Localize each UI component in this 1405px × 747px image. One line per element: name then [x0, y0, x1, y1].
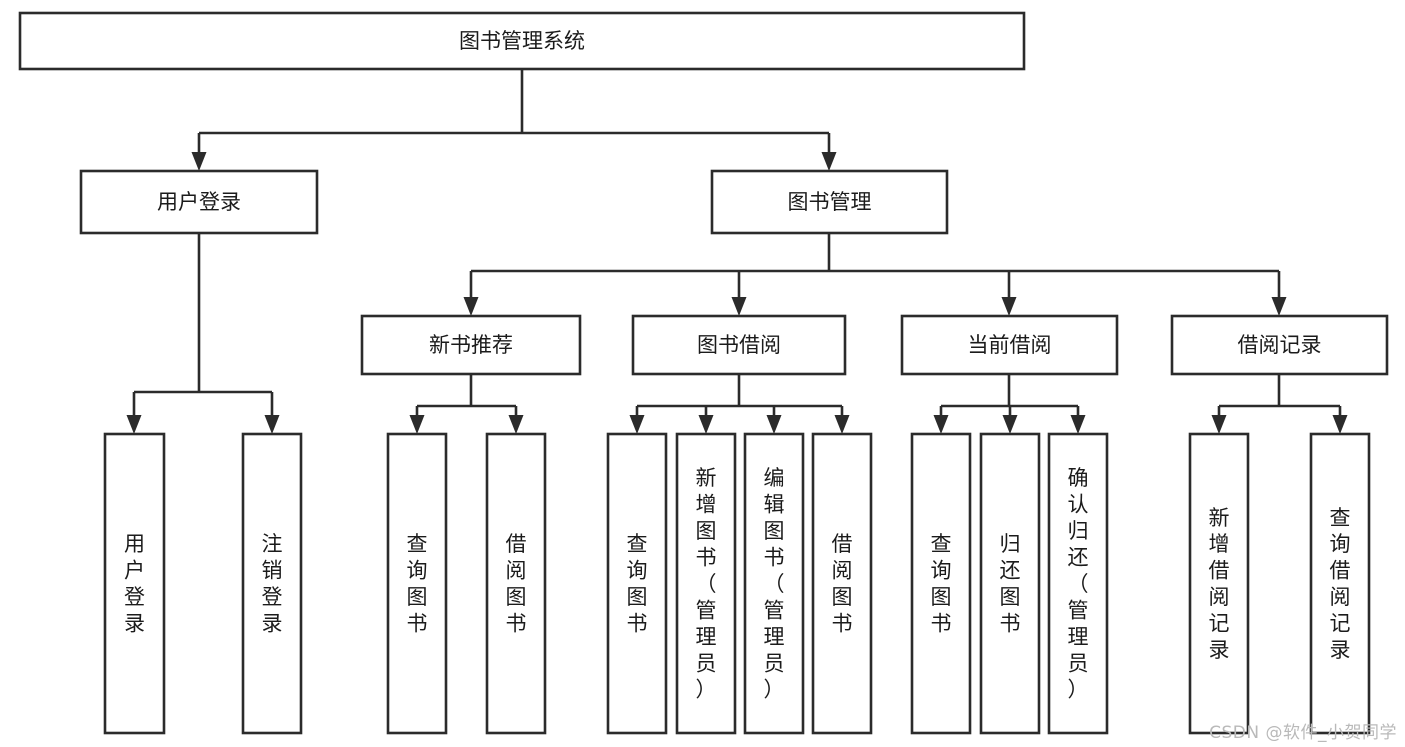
- arrow-head-icon: [1211, 415, 1227, 434]
- node-new-book-recommend[interactable]: 新书推荐: [360, 314, 582, 376]
- leaf-return-book-box[interactable]: [979, 432, 1041, 735]
- leaf-add-book-admin-label: 新增图书（管理员）: [696, 466, 717, 702]
- nodes-layer: 图书管理系统用户登录图书管理新书推荐图书借阅当前借阅借阅记录用户登录注销登录查询…: [18, 11, 1389, 735]
- connector-root-to-level2: [191, 69, 837, 171]
- leaf-add-borrow-record-box[interactable]: [1188, 432, 1250, 735]
- connector-book-to-level3: [463, 233, 1287, 316]
- leaf-add-book-admin[interactable]: 新增图书（管理员）: [675, 432, 737, 735]
- leaf-add-borrow-record[interactable]: 新增借阅记录: [1188, 432, 1250, 735]
- leaf-logout-label: 注销登录: [262, 532, 283, 635]
- node-borrow-record-label: 借阅记录: [1238, 333, 1322, 357]
- node-current-borrow[interactable]: 当前借阅: [900, 314, 1119, 376]
- arrow-head-icon: [821, 152, 837, 171]
- node-book-management[interactable]: 图书管理: [710, 169, 949, 235]
- arrow-head-icon: [1002, 415, 1018, 434]
- leaf-query-book-borrow[interactable]: 查询图书: [606, 432, 668, 735]
- arrow-head-icon: [1332, 415, 1348, 434]
- arrow-head-icon: [1070, 415, 1086, 434]
- leaf-query-book-new-box[interactable]: [386, 432, 448, 735]
- arrow-head-icon: [766, 415, 782, 434]
- leaf-query-book-borrow-box[interactable]: [606, 432, 668, 735]
- leaf-query-borrow-record-label: 查询借阅记录: [1330, 506, 1351, 662]
- arrow-head-icon: [1001, 297, 1017, 316]
- node-book-borrow[interactable]: 图书借阅: [631, 314, 847, 376]
- leaf-logout-box[interactable]: [241, 432, 303, 735]
- leaf-confirm-return-admin-box[interactable]: [1047, 432, 1109, 735]
- leaf-query-book-current-box[interactable]: [910, 432, 972, 735]
- leaf-query-book-current[interactable]: 查询图书: [910, 432, 972, 735]
- leaf-borrow-book-label: 借阅图书: [832, 532, 853, 635]
- leaf-query-book-new[interactable]: 查询图书: [386, 432, 448, 735]
- leaf-user-login-box[interactable]: [103, 432, 166, 735]
- connector-login-to-leaves: [126, 233, 280, 434]
- leaf-return-book[interactable]: 归还图书: [979, 432, 1041, 735]
- leaf-query-borrow-record-box[interactable]: [1309, 432, 1371, 735]
- arrow-head-icon: [933, 415, 949, 434]
- leaf-edit-book-admin[interactable]: 编辑图书（管理员）: [743, 432, 805, 735]
- node-new-book-recommend-box[interactable]: [360, 314, 582, 376]
- leaf-add-borrow-record-label: 新增借阅记录: [1209, 506, 1230, 662]
- arrow-head-icon: [126, 415, 142, 434]
- arrow-head-icon: [409, 415, 425, 434]
- arrow-head-icon: [1271, 297, 1287, 316]
- leaf-query-borrow-record[interactable]: 查询借阅记录: [1309, 432, 1371, 735]
- edges-layer: [126, 69, 1348, 434]
- leaf-confirm-return-admin[interactable]: 确认归还（管理员）: [1047, 432, 1109, 735]
- node-book-management-label: 图书管理: [788, 190, 872, 214]
- connector-record-to-leaves: [1211, 374, 1348, 434]
- leaf-add-book-admin-box[interactable]: [675, 432, 737, 735]
- node-root-system[interactable]: 图书管理系统: [18, 11, 1026, 71]
- arrow-head-icon: [629, 415, 645, 434]
- arrow-head-icon: [834, 415, 850, 434]
- leaf-borrow-book-new-box[interactable]: [485, 432, 547, 735]
- connector-current-to-leaves: [933, 374, 1086, 434]
- leaf-return-book-label: 归还图书: [1000, 532, 1021, 635]
- node-book-management-box[interactable]: [710, 169, 949, 235]
- node-user-login-label: 用户登录: [157, 190, 241, 214]
- node-new-book-recommend-label: 新书推荐: [429, 333, 513, 357]
- node-book-borrow-label: 图书借阅: [697, 333, 781, 357]
- leaf-confirm-return-admin-label: 确认归还（管理员）: [1068, 466, 1089, 702]
- node-user-login-box[interactable]: [79, 169, 319, 235]
- node-root-system-box[interactable]: [18, 11, 1026, 71]
- connector-borrow-to-leaves: [629, 374, 850, 434]
- leaf-logout[interactable]: 注销登录: [241, 432, 303, 735]
- node-borrow-record-box[interactable]: [1170, 314, 1389, 376]
- arrow-head-icon: [508, 415, 524, 434]
- node-book-borrow-box[interactable]: [631, 314, 847, 376]
- arrow-head-icon: [731, 297, 747, 316]
- node-current-borrow-box[interactable]: [900, 314, 1119, 376]
- leaf-query-book-current-label: 查询图书: [931, 532, 952, 635]
- leaf-borrow-book[interactable]: 借阅图书: [811, 432, 873, 735]
- leaf-borrow-book-new-label: 借阅图书: [506, 532, 527, 635]
- connector-new-to-leaves: [409, 374, 524, 434]
- node-borrow-record[interactable]: 借阅记录: [1170, 314, 1389, 376]
- leaf-query-book-new-label: 查询图书: [407, 532, 428, 635]
- leaf-query-book-borrow-label: 查询图书: [627, 532, 648, 635]
- node-root-system-label: 图书管理系统: [459, 29, 585, 53]
- leaf-borrow-book-box[interactable]: [811, 432, 873, 735]
- leaf-borrow-book-new[interactable]: 借阅图书: [485, 432, 547, 735]
- leaf-edit-book-admin-label: 编辑图书（管理员）: [764, 466, 785, 702]
- leaf-user-login[interactable]: 用户登录: [103, 432, 166, 735]
- node-user-login[interactable]: 用户登录: [79, 169, 319, 235]
- node-current-borrow-label: 当前借阅: [968, 333, 1052, 357]
- arrow-head-icon: [698, 415, 714, 434]
- arrow-head-icon: [463, 297, 479, 316]
- arrow-head-icon: [191, 152, 207, 171]
- arrow-head-icon: [264, 415, 280, 434]
- leaf-edit-book-admin-box[interactable]: [743, 432, 805, 735]
- leaf-user-login-label: 用户登录: [124, 532, 145, 635]
